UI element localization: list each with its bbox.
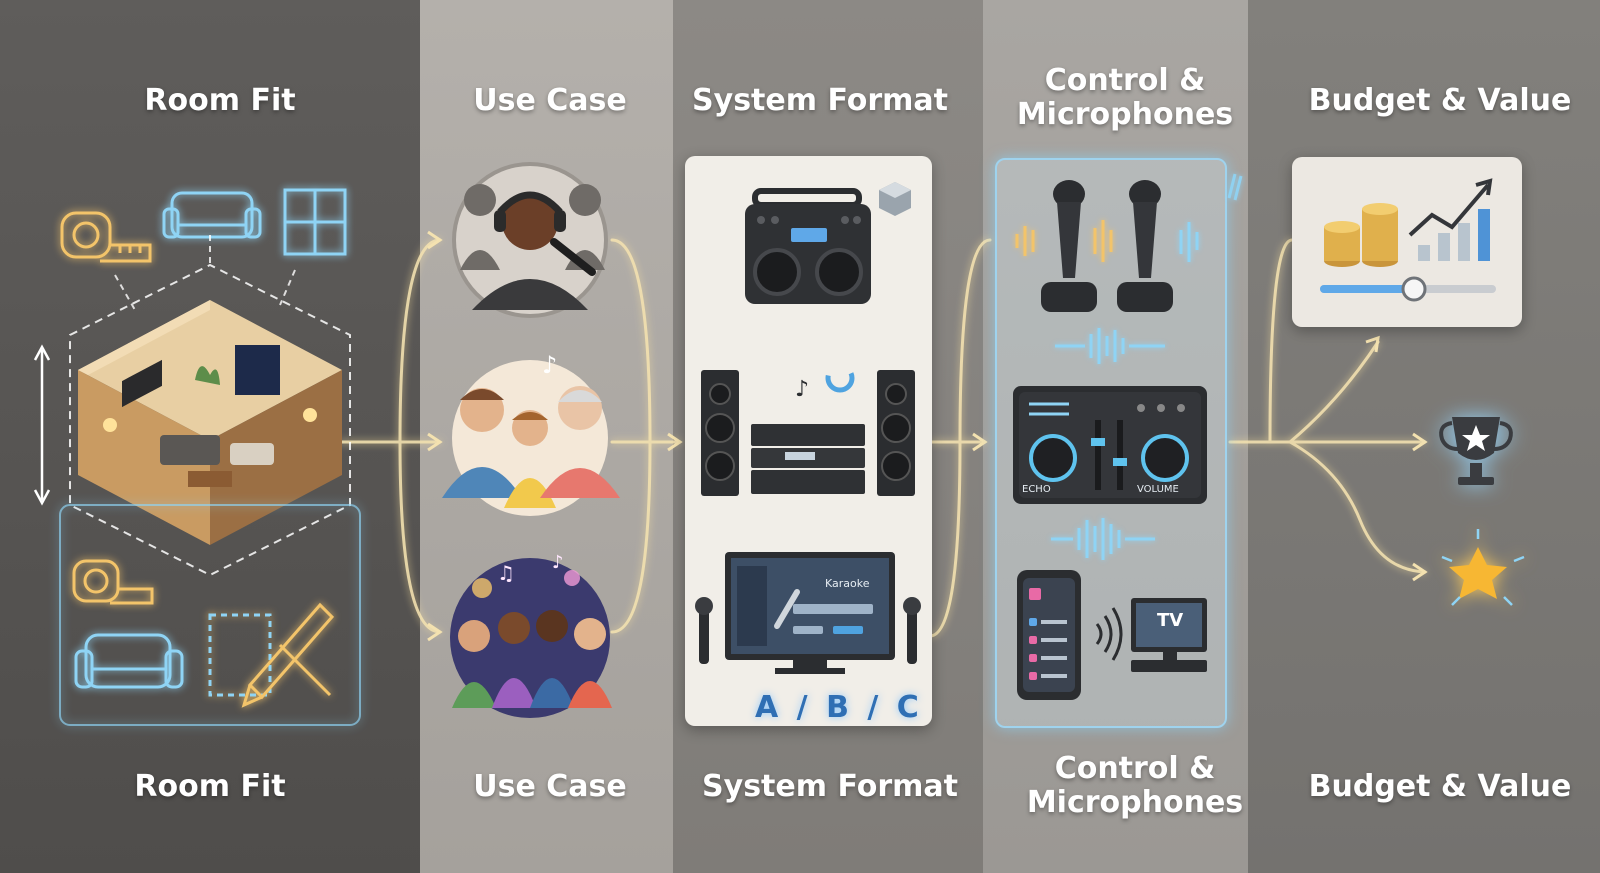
svg-text:♪: ♪ bbox=[795, 377, 809, 402]
cube-icon bbox=[879, 182, 911, 216]
room-fit-illustration bbox=[33, 188, 361, 726]
footer-room-fit: Room Fit bbox=[134, 769, 286, 804]
trophy-icon bbox=[1439, 417, 1513, 485]
coins-icon bbox=[1324, 203, 1398, 267]
mixer-knob-label-volume: VOLUME bbox=[1137, 484, 1179, 495]
tv-karaoke-system-icon bbox=[695, 552, 921, 674]
star-icon bbox=[1441, 529, 1525, 606]
tv-screen-label: TV bbox=[1157, 610, 1184, 631]
use-case-illustrations: ♪ ♫ ♪ bbox=[442, 162, 620, 718]
column-budget-value bbox=[1248, 0, 1600, 873]
tv-icon bbox=[1131, 598, 1207, 672]
header-system-format: System Format bbox=[692, 83, 948, 118]
svg-text:♪: ♪ bbox=[542, 351, 557, 379]
system-format-options-label: A / B / C bbox=[755, 690, 923, 725]
header-budget-value: Budget & Value bbox=[1308, 83, 1572, 118]
microphone-pair-icon bbox=[1015, 173, 1243, 364]
karaoke-screen-title: Karaoke bbox=[825, 577, 870, 590]
mixer-knob-label-echo: ECHO bbox=[1022, 484, 1051, 495]
solo-singer-avatar bbox=[452, 162, 608, 318]
wireless-signal-icon bbox=[1095, 607, 1123, 661]
living-room-icon bbox=[78, 300, 342, 545]
header-use-case: Use Case bbox=[473, 83, 627, 118]
svg-text:♫: ♫ bbox=[497, 561, 515, 585]
system-format-illustrations: ♪ bbox=[695, 182, 921, 674]
tape-measure-icon-small bbox=[72, 559, 154, 605]
footer-control-microphones: Control & Microphones bbox=[1026, 751, 1244, 820]
footer-budget-value: Budget & Value bbox=[1308, 769, 1572, 804]
budget-slider bbox=[1320, 276, 1496, 302]
growth-chart-icon bbox=[1408, 178, 1493, 261]
family-singers-avatar: ♪ bbox=[442, 351, 620, 516]
tape-measure-icon bbox=[60, 211, 152, 263]
party-crowd-avatar: ♫ ♪ bbox=[450, 552, 612, 718]
phone-app-icon bbox=[1017, 570, 1081, 700]
header-room-fit: Room Fit bbox=[144, 83, 296, 118]
budget-value-illustrations bbox=[1320, 178, 1525, 606]
mixer-console-icon bbox=[1013, 386, 1207, 560]
header-control-microphones: Control & Microphones bbox=[1016, 63, 1234, 132]
hifi-speaker-system-icon: ♪ bbox=[701, 363, 915, 496]
svg-text:♪: ♪ bbox=[552, 552, 564, 573]
boombox-icon bbox=[745, 188, 871, 304]
sofa-icon-small bbox=[74, 633, 184, 689]
footer-use-case: Use Case bbox=[473, 769, 627, 804]
window-icon bbox=[283, 188, 347, 256]
footer-system-format: System Format bbox=[702, 769, 958, 804]
sofa-icon bbox=[162, 191, 262, 239]
pencil-icon bbox=[208, 602, 335, 708]
control-microphones-illustrations bbox=[1013, 173, 1243, 700]
